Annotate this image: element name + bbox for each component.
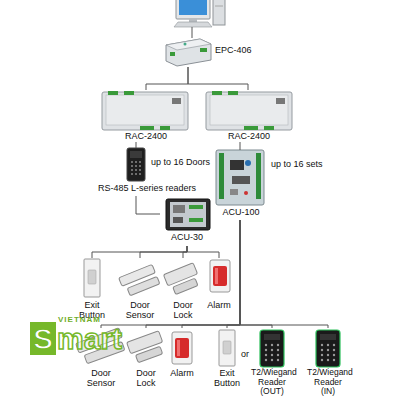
- device-node: RS-485 L-series readers: [82, 148, 212, 196]
- watermark-logo: Smart: [30, 324, 122, 354]
- connector-wire: [227, 220, 240, 328]
- device-node: T2/Wiegand Reader (OUT): [248, 328, 296, 398]
- connector-wire: [240, 142, 241, 150]
- annotation-text: up to 16 sets: [271, 160, 323, 170]
- device-label: Door Lock: [131, 368, 161, 388]
- device-node: ACU-30: [160, 198, 214, 246]
- device-label: T2/Wiegand Reader (IN): [307, 368, 349, 397]
- device-node: Alarm: [202, 258, 236, 322]
- door-lock-icon: [163, 263, 201, 296]
- connector-wire: [188, 67, 248, 90]
- wiegand-reader-icon: [316, 330, 340, 367]
- device-node: RAC-2400: [100, 90, 192, 142]
- wiegand-reader-icon: [260, 330, 284, 367]
- device-node: Exit Button: [207, 328, 247, 398]
- epc-controller-icon: [166, 39, 211, 66]
- annotation-text: or: [241, 350, 249, 360]
- device-label: Alarm: [202, 300, 236, 310]
- device-label: Door Sensor: [83, 368, 119, 388]
- connector-wire: [187, 246, 219, 258]
- computer-icon: [174, 0, 225, 27]
- connector-wire: [136, 142, 137, 148]
- connector-wire: [140, 246, 187, 258]
- device-node: Door Lock: [126, 328, 166, 398]
- door-lock-icon: [127, 331, 167, 364]
- alarm-siren-icon: [172, 332, 192, 364]
- device-label: Door Sensor: [122, 300, 158, 320]
- device-label: Exit Button: [210, 368, 244, 388]
- door-sensor-icon: [119, 264, 160, 297]
- device-label: RS-485 L-series readers: [82, 183, 212, 193]
- rac-controller-icon: [206, 91, 292, 130]
- connector-wire: [101, 220, 240, 328]
- connector-wire: [146, 220, 240, 328]
- acu-board-icon: [216, 150, 264, 205]
- device-node: T2/Wiegand Reader (IN): [302, 328, 354, 398]
- device-node: Exit Button: [72, 258, 112, 322]
- device-node: RAC-2400: [204, 90, 294, 142]
- device-label: RAC-2400: [100, 131, 192, 141]
- connector-wire: [183, 246, 187, 258]
- connector-wire: [92, 246, 187, 258]
- card-reader-icon: [127, 148, 145, 181]
- device-node: Door Sensor: [116, 258, 164, 322]
- network-wire: [192, 27, 193, 38]
- device-node: Door Lock: [164, 258, 202, 322]
- device-label: RAC-2400: [204, 131, 294, 141]
- connector-wire: [136, 196, 160, 214]
- exit-button-icon: [84, 259, 100, 297]
- device-node: Alarm: [166, 328, 198, 398]
- acu30-device-icon: [166, 199, 210, 230]
- device-label: ACU-100: [214, 207, 268, 217]
- exit-button-icon: [219, 330, 235, 366]
- device-label: Door Lock: [168, 300, 198, 320]
- device-label: Alarm: [166, 368, 198, 378]
- connector-wire: [240, 220, 272, 328]
- device-label: ACU-30: [160, 232, 214, 242]
- device-label: EPC-406: [215, 45, 263, 55]
- annotation-text: up to 16 Doors: [151, 158, 210, 168]
- rac-controller-icon: [102, 91, 188, 130]
- device-node: ACU-100: [214, 150, 268, 220]
- connector-wire: [146, 67, 188, 90]
- device-label: T2/Wiegand Reader (OUT): [251, 368, 293, 397]
- connector-wire: [240, 220, 328, 328]
- device-node: EPC-406: [163, 37, 263, 67]
- alarm-siren-icon: [210, 260, 230, 292]
